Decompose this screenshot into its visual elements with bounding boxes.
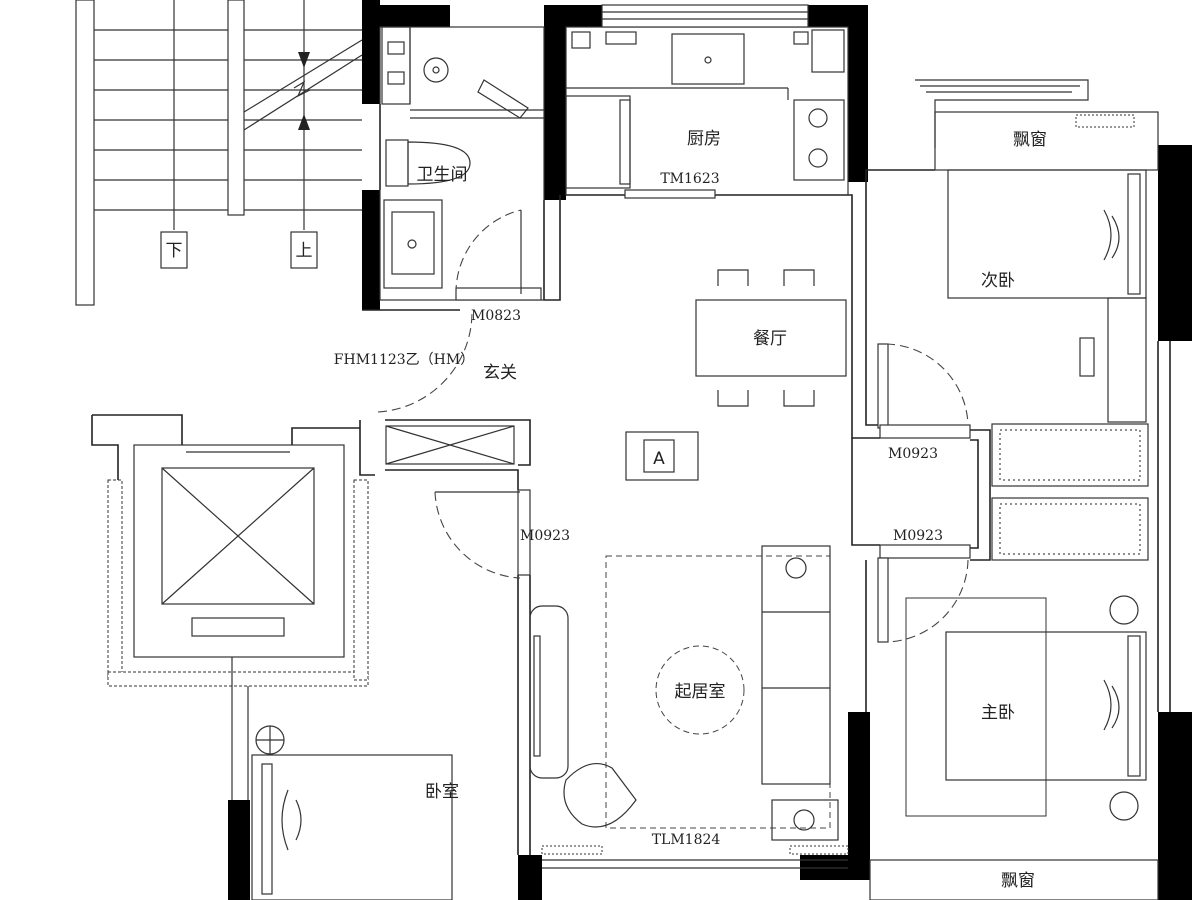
master-bedroom: M0923 主卧 飘窗 xyxy=(869,528,1159,900)
closets xyxy=(991,423,1149,561)
kitchen-sink-icon xyxy=(671,33,745,85)
master-bed-door-code: M0923 xyxy=(893,528,943,544)
fridge-icon xyxy=(811,29,845,73)
dining-table xyxy=(695,299,847,377)
dining-label: 餐厅 xyxy=(753,329,787,349)
floor-lamp-icon xyxy=(785,557,807,579)
elevator-car xyxy=(161,467,315,605)
master-lamp-icon-bottom xyxy=(1109,791,1139,821)
second-bed-door-code: M0923 xyxy=(888,446,938,462)
dining: 餐厅 xyxy=(695,269,847,407)
master-bed xyxy=(945,631,1147,781)
stair-up-box xyxy=(290,231,318,269)
living-label: 起居室 xyxy=(675,682,726,702)
bedroom-label: 卧室 xyxy=(425,782,459,802)
washing-machine-icon xyxy=(383,199,443,289)
sofa xyxy=(761,545,831,785)
bay-window-bottom xyxy=(869,859,1159,900)
master-lamp-icon-top xyxy=(1109,595,1139,625)
kitchen-label: 厨房 xyxy=(687,129,721,149)
coffee-table xyxy=(655,645,745,735)
living-room: M0923 起居室 TLM1824 xyxy=(434,489,849,869)
bedroom-door-code: M0923 xyxy=(520,528,570,544)
shower-screen-icon xyxy=(477,79,529,119)
structural-walls xyxy=(228,0,1192,900)
toilet-tank-icon xyxy=(385,139,409,187)
stove-icon xyxy=(793,99,845,181)
bay-window-top-label: 飘窗 xyxy=(1013,130,1047,150)
elevator-shaft xyxy=(91,414,369,800)
master-bedroom-label: 主卧 xyxy=(981,703,1015,723)
bath-door-code: M0823 xyxy=(471,308,521,324)
stair-up-label: 上 xyxy=(296,241,313,261)
stair-down-box xyxy=(160,231,188,269)
tv-cabinet xyxy=(529,605,569,779)
bay-window-bottom-label: 飘窗 xyxy=(1001,871,1035,891)
bathroom-label: 卫生间 xyxy=(417,165,468,185)
stair-down-label: 下 xyxy=(166,241,183,261)
side-table xyxy=(771,799,839,841)
bedroom: 卧室 xyxy=(251,725,459,900)
kitchen-window xyxy=(601,4,809,28)
shoe-cabinet xyxy=(385,425,515,465)
unit-tag: A xyxy=(653,449,665,469)
balcony-door-code: TLM1824 xyxy=(652,832,721,848)
second-bedroom: 飘窗 次卧 M0923 xyxy=(877,79,1159,462)
foyer-label: 玄关 xyxy=(483,363,517,383)
stairwell: 下 上 xyxy=(75,0,363,306)
second-bedroom-label: 次卧 xyxy=(981,271,1015,291)
entry-door-code: FHM1123乙（HM） xyxy=(334,352,474,368)
sink-icon xyxy=(423,57,449,83)
kitchen: 厨房 TM1623 xyxy=(565,4,849,199)
armchair xyxy=(563,762,637,828)
second-bed xyxy=(947,169,1147,299)
kitchen-door-code: TM1623 xyxy=(660,171,719,187)
foyer: 玄关 FHM1123乙（HM） A xyxy=(334,311,699,481)
bathroom: 卫生间 M0823 xyxy=(379,26,545,324)
toilet-bowl-icon xyxy=(407,141,471,185)
